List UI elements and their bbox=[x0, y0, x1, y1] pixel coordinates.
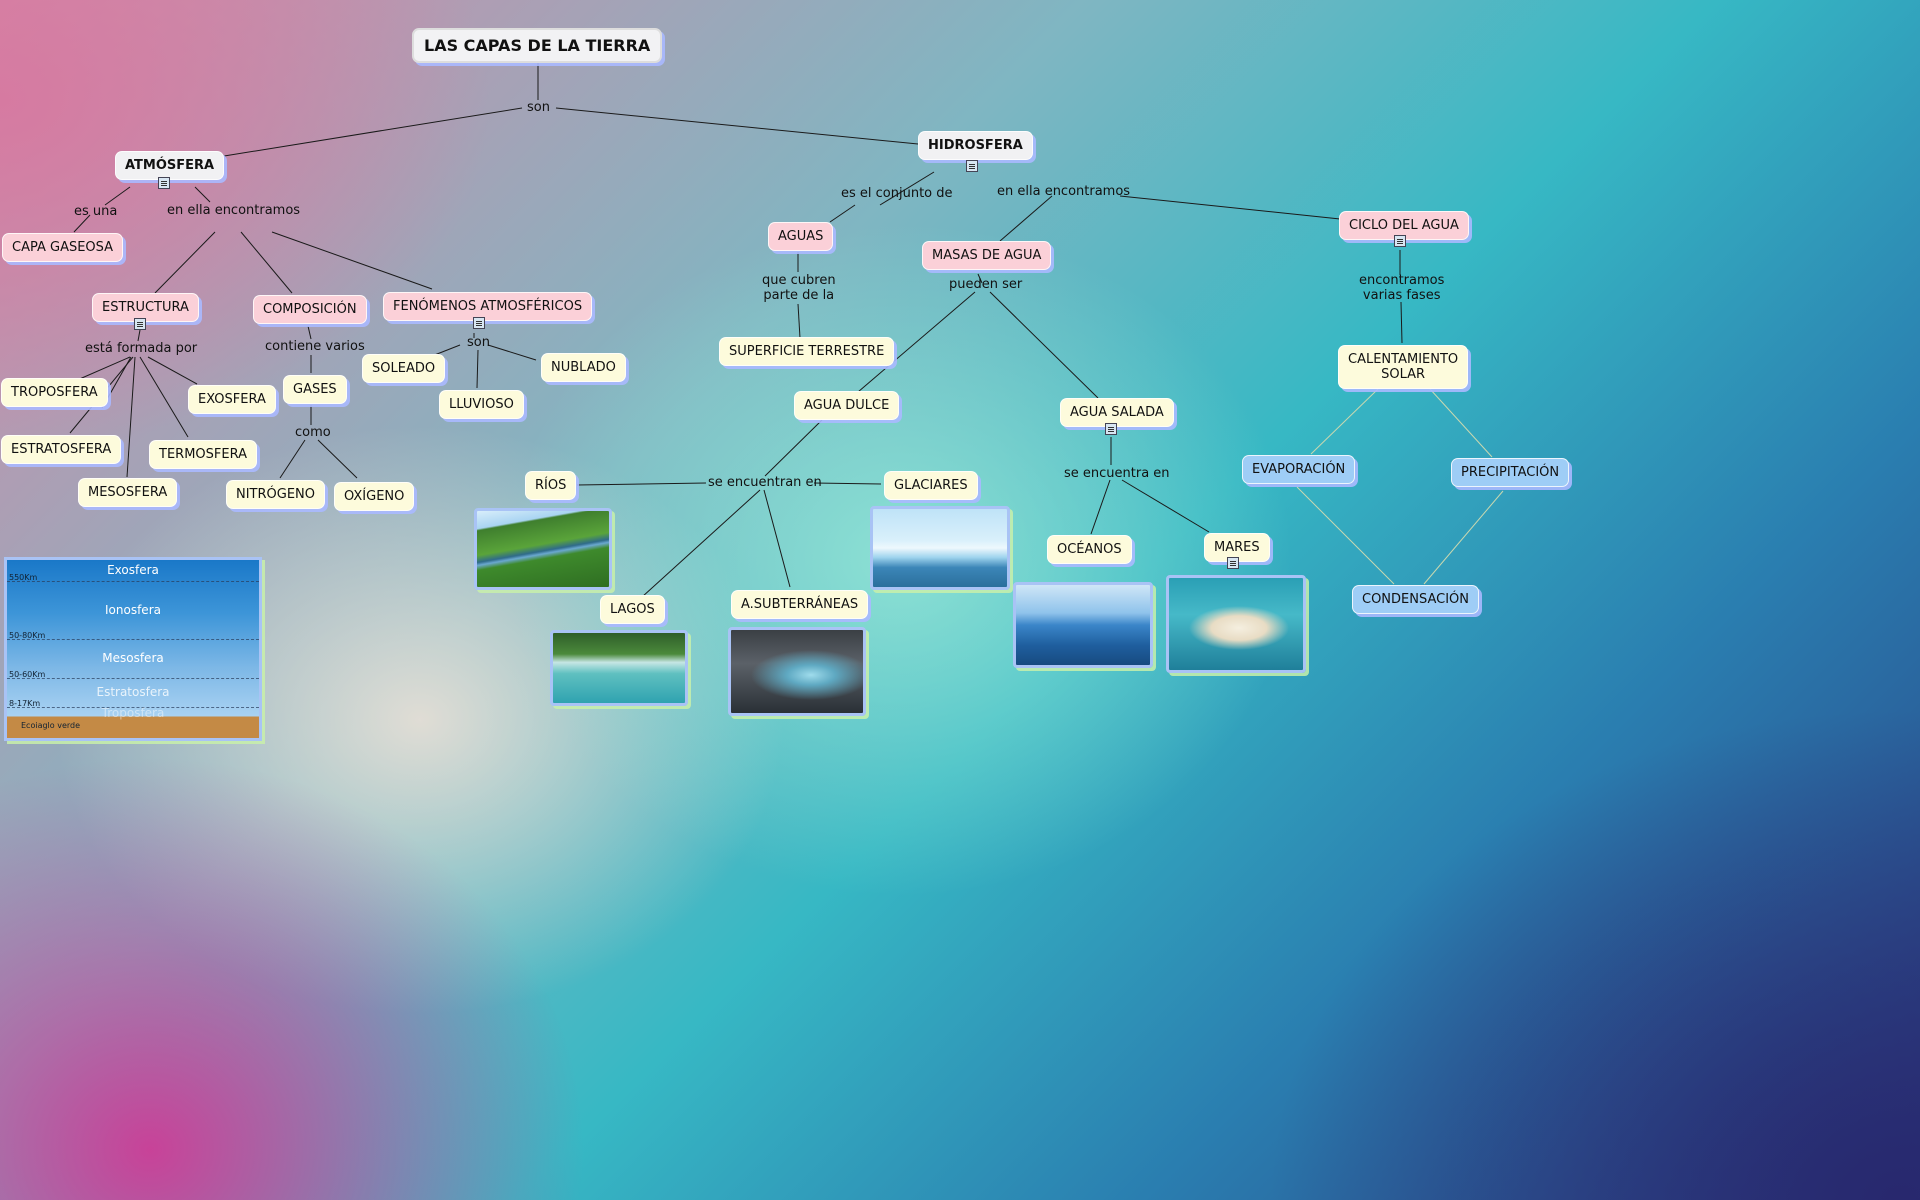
link-esta-formada: está formada por bbox=[85, 341, 198, 356]
layer-name: Exosfera bbox=[107, 563, 159, 577]
concept-exosfera[interactable]: EXOSFERA bbox=[188, 385, 276, 414]
ocean-photo[interactable] bbox=[1013, 582, 1153, 668]
concept-soleado[interactable]: SOLEADO bbox=[362, 354, 446, 383]
concept-estructura[interactable]: ESTRUCTURA bbox=[92, 293, 199, 322]
concept-oxigeno[interactable]: OXÍGENO bbox=[334, 482, 415, 511]
document-icon[interactable] bbox=[134, 318, 146, 330]
layer-km: 550Km bbox=[9, 573, 38, 582]
atmosphere-layers-image[interactable]: Exosfera 550Km Ionosfera 50-80Km Mesosfe… bbox=[4, 557, 262, 741]
concept-troposfera[interactable]: TROPOSFERA bbox=[1, 378, 108, 407]
document-icon[interactable] bbox=[1105, 423, 1117, 435]
document-icon[interactable] bbox=[1227, 557, 1239, 569]
link-son: son bbox=[527, 100, 550, 115]
concept-estratosfera[interactable]: ESTRATOSFERA bbox=[1, 435, 122, 464]
concept-mares[interactable]: MARES bbox=[1204, 533, 1270, 562]
link-en-ella-atm: en ella encontramos bbox=[167, 203, 301, 218]
concept-evaporacion[interactable]: EVAPORACIÓN bbox=[1242, 455, 1356, 484]
map-title[interactable]: LAS CAPAS DE LA TIERRA bbox=[412, 28, 663, 63]
link-se-encuentra: se encuentra en bbox=[1064, 466, 1170, 481]
document-icon[interactable] bbox=[473, 317, 485, 329]
concept-hidrosfera[interactable]: HIDROSFERA bbox=[918, 131, 1033, 160]
concept-nitrogeno[interactable]: NITRÓGENO bbox=[226, 480, 326, 509]
concept-capa-gaseosa[interactable]: CAPA GASEOSA bbox=[2, 233, 124, 262]
concept-condensacion[interactable]: CONDENSACIÓN bbox=[1352, 585, 1480, 614]
concept-composicion[interactable]: COMPOSICIÓN bbox=[253, 295, 367, 324]
concept-calentamiento-solar[interactable]: CALENTAMIENTO SOLAR bbox=[1338, 345, 1469, 389]
brand-text: Ecoiaglo verde bbox=[21, 721, 81, 730]
link-que-cubren: que cubren parte de la bbox=[762, 273, 836, 303]
concept-atmosfera[interactable]: ATMÓSFERA bbox=[115, 151, 225, 180]
concept-aguas[interactable]: AGUAS bbox=[768, 222, 834, 251]
document-icon[interactable] bbox=[1394, 235, 1406, 247]
layer-name: Mesosfera bbox=[102, 651, 164, 665]
layer-name: Ionosfera bbox=[105, 603, 161, 617]
layer-name: Troposfera bbox=[101, 706, 165, 720]
concept-termosfera[interactable]: TERMOSFERA bbox=[149, 440, 257, 469]
concept-lluvioso[interactable]: LLUVIOSO bbox=[439, 390, 524, 419]
link-fases: encontramos varias fases bbox=[1359, 273, 1445, 303]
concept-masas-de-agua[interactable]: MASAS DE AGUA bbox=[922, 241, 1052, 270]
link-contiene: contiene varios bbox=[265, 339, 365, 354]
layer-km: 50-80Km bbox=[9, 631, 46, 640]
concept-glaciares[interactable]: GLACIARES bbox=[884, 471, 978, 500]
concept-precipitacion[interactable]: PRECIPITACIÓN bbox=[1451, 458, 1570, 487]
link-es-una: es una bbox=[74, 204, 118, 219]
concept-rios[interactable]: RÍOS bbox=[525, 471, 577, 500]
concept-gases[interactable]: GASES bbox=[283, 375, 347, 404]
link-se-encuentran: se encuentran en bbox=[708, 475, 822, 490]
underground-water-photo[interactable] bbox=[728, 627, 866, 716]
lake-photo[interactable] bbox=[550, 630, 688, 706]
concept-mesosfera[interactable]: MESOSFERA bbox=[78, 478, 178, 507]
concept-nublado[interactable]: NUBLADO bbox=[541, 353, 626, 382]
concept-agua-dulce[interactable]: AGUA DULCE bbox=[794, 391, 900, 420]
concept-lagos[interactable]: LAGOS bbox=[600, 595, 665, 624]
layer-km: 8-17Km bbox=[9, 699, 41, 708]
concept-agua-salada[interactable]: AGUA SALADA bbox=[1060, 398, 1174, 427]
link-como: como bbox=[295, 425, 331, 440]
glacier-photo[interactable] bbox=[870, 506, 1010, 590]
link-pueden-ser: pueden ser bbox=[949, 277, 1023, 292]
link-en-ella-hid: en ella encontramos bbox=[997, 184, 1131, 199]
document-icon[interactable] bbox=[966, 160, 978, 172]
layer-name: Estratosfera bbox=[96, 685, 170, 699]
concept-fenomenos[interactable]: FENÓMENOS ATMOSFÉRICOS bbox=[383, 292, 593, 321]
link-son-fenomenos: son bbox=[467, 335, 490, 350]
layer-km: 50-60Km bbox=[9, 670, 46, 679]
sea-photo[interactable] bbox=[1166, 575, 1306, 673]
concept-superficie-terrestre[interactable]: SUPERFICIE TERRESTRE bbox=[719, 337, 895, 366]
concept-subterraneas[interactable]: A.SUBTERRÁNEAS bbox=[731, 590, 869, 619]
concept-oceanos[interactable]: OCÉANOS bbox=[1047, 535, 1132, 564]
river-photo[interactable] bbox=[474, 508, 612, 590]
document-icon[interactable] bbox=[158, 177, 170, 189]
link-es-conjunto: es el conjunto de bbox=[841, 186, 953, 201]
